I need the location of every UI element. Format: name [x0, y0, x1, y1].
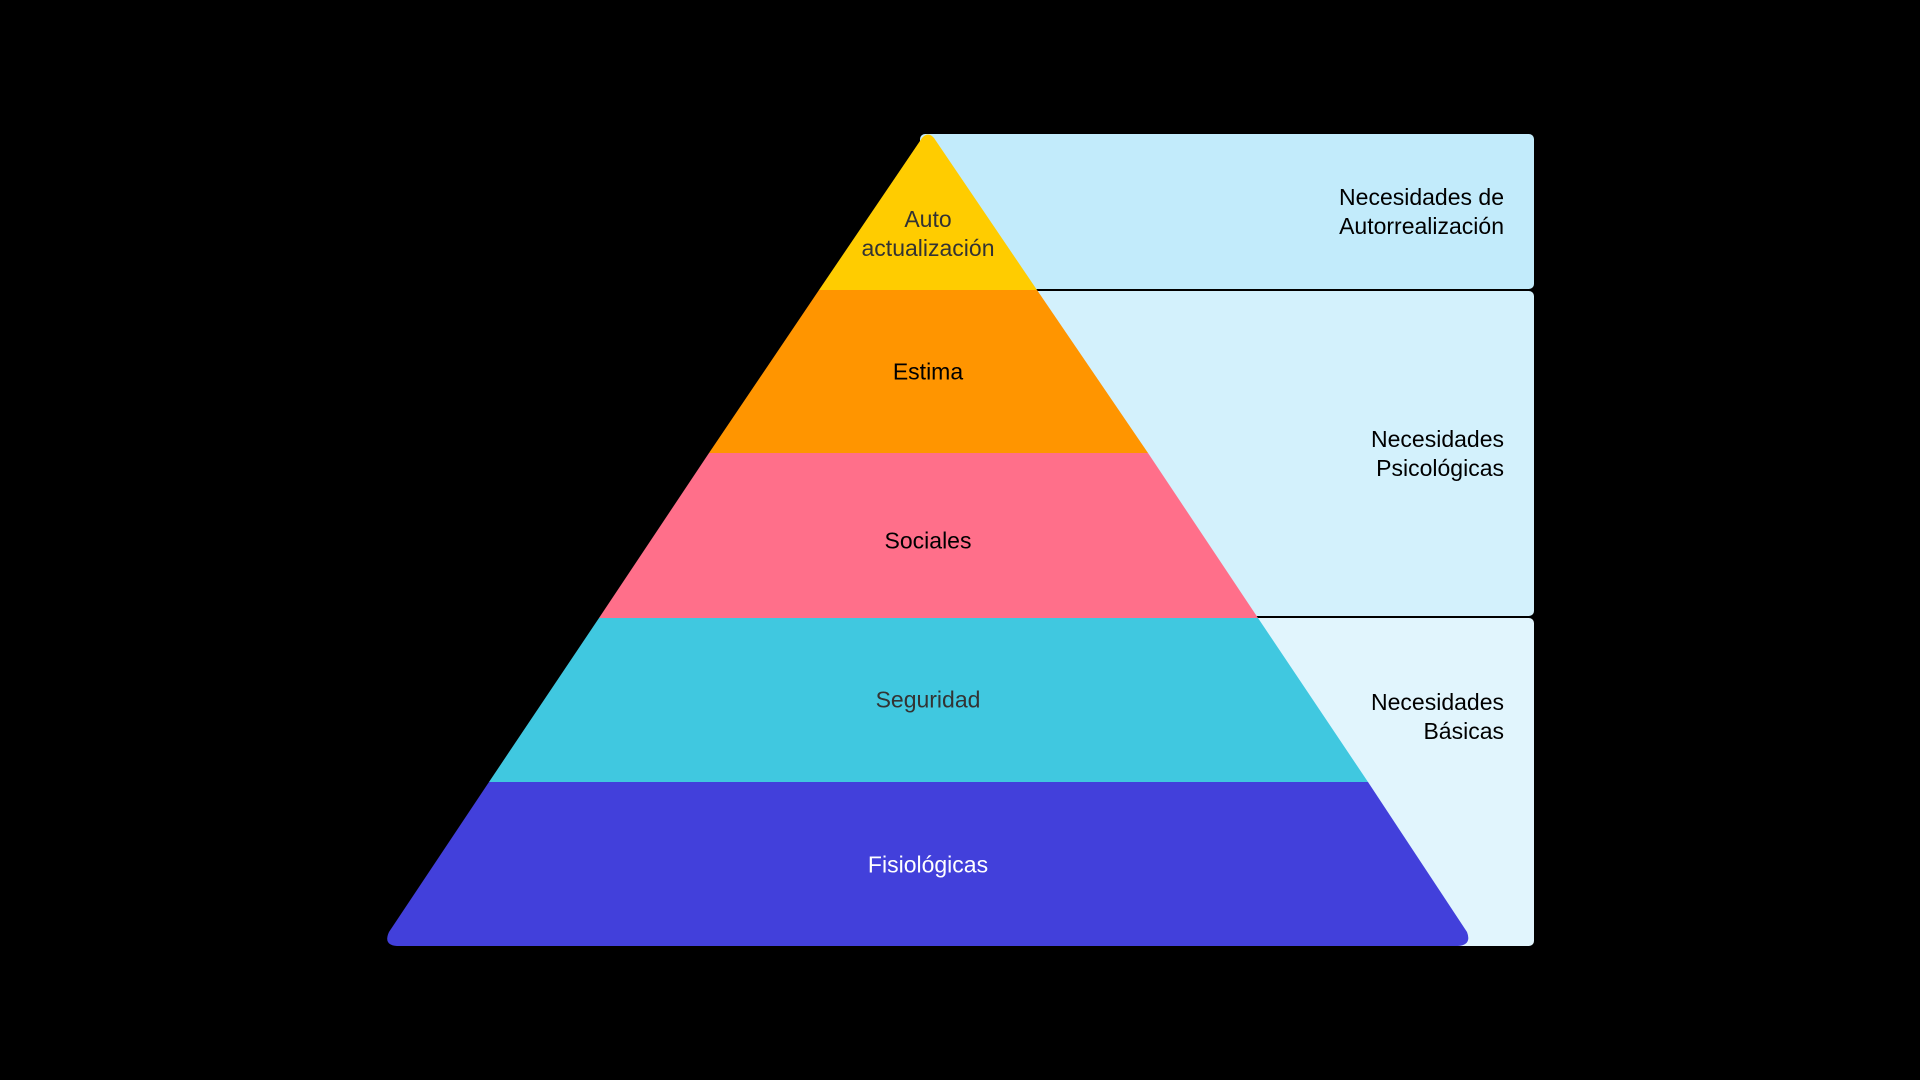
pyramid-level-seguridad — [489, 618, 1368, 782]
group-label-basicas: Necesidades Básicas — [1371, 689, 1504, 744]
group-label-psicologicas: Necesidades Psicológicas — [1371, 426, 1504, 481]
pyramid-level-autoactualizacion — [819, 134, 1037, 290]
level-label-estima: Estima — [892, 358, 964, 385]
pyramid-level-estima — [709, 290, 1148, 453]
level-label-sociales: Sociales — [884, 527, 972, 554]
group-label-autorrealizacion: Necesidades de Autorrealización — [1339, 184, 1504, 239]
pyramid-level-sociales — [599, 453, 1258, 618]
level-label-fisiologicas: Fisiológicas — [867, 851, 989, 878]
group-panel-autorrealizacion — [920, 134, 1534, 289]
level-label-seguridad: Seguridad — [875, 686, 981, 713]
pyramid-level-fisiologicas — [387, 782, 1469, 946]
level-label-autoactualizacion: Auto actualización — [861, 206, 995, 261]
